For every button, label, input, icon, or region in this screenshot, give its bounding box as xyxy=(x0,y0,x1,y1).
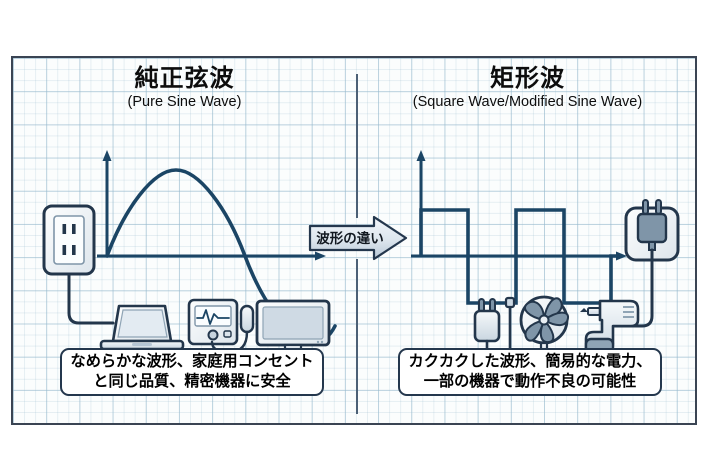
electric-fan-icon xyxy=(519,295,569,362)
left-title-english: (Pure Sine Wave) xyxy=(127,93,242,110)
center-divider-bottom xyxy=(356,259,358,414)
center-divider-top xyxy=(356,74,358,218)
left-caption-line2: と同じ品質、精密機器に安全 xyxy=(93,373,291,390)
left-caption-line1: なめらかな波形、家庭用コンセント xyxy=(70,352,314,370)
medical-monitor-icon xyxy=(187,298,255,354)
left-caption-box: なめらかな波形、家庭用コンセント と同じ品質、精密機器に安全 xyxy=(60,348,324,396)
left-section-title: 純正弦波 (Pure Sine Wave) xyxy=(13,66,356,111)
right-caption-line2: 一部の機器で動作不良の可能性 xyxy=(423,373,637,390)
wall-outlet-icon xyxy=(42,204,96,276)
left-title-japanese: 純正弦波 xyxy=(134,65,235,92)
arrow-label: 波形の違い xyxy=(316,231,384,246)
sine-wave-axes xyxy=(97,150,326,261)
diagram-frame: 純正弦波 (Pure Sine Wave) 矩形波 (Square Wave/M… xyxy=(11,56,697,425)
right-section-title: 矩形波 (Square Wave/Modified Sine Wave) xyxy=(356,65,695,111)
right-caption-line1: カクカクした波形、簡易的な電力、 xyxy=(408,352,652,370)
diagram-artwork xyxy=(42,150,680,362)
right-caption-box: カクカクした波形、簡易的な電力、 一部の機器で動作不良の可能性 xyxy=(398,348,662,396)
right-title-japanese: 矩形波 xyxy=(490,65,565,92)
right-title-english: (Square Wave/Modified Sine Wave) xyxy=(412,93,643,110)
right-arrow-icon xyxy=(308,215,408,261)
square-wave-curve xyxy=(419,208,619,305)
laptop-icon xyxy=(99,304,185,351)
adapter-cable xyxy=(607,248,654,328)
outlet-cable xyxy=(67,272,115,325)
square-wave-axes xyxy=(411,150,627,261)
